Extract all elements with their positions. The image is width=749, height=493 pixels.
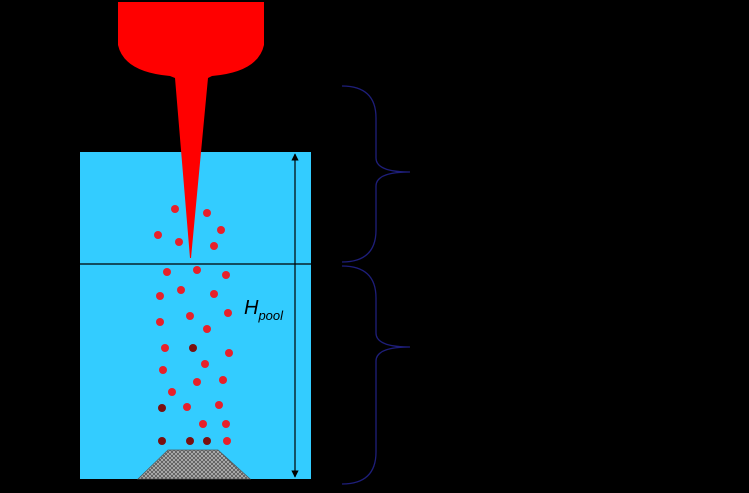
particle-red: [183, 403, 191, 411]
particle-red: [156, 292, 164, 300]
particle-dark: [203, 437, 211, 445]
particle-red: [199, 420, 207, 428]
particle-red: [154, 231, 162, 239]
particle-red: [175, 238, 183, 246]
particle-red: [177, 286, 185, 294]
particle-red: [225, 349, 233, 357]
curly-brace-upper: [341, 85, 411, 263]
particle-red: [159, 366, 167, 374]
particle-red: [161, 344, 169, 352]
particle-red: [156, 318, 164, 326]
particle-red: [193, 378, 201, 386]
particle-red: [210, 242, 218, 250]
particle-dark: [158, 404, 166, 412]
particle-red: [222, 420, 230, 428]
particle-red: [193, 266, 201, 274]
h-pool-label: Hpool: [244, 297, 284, 323]
particle-red: [203, 209, 211, 217]
particle-red: [215, 401, 223, 409]
h-pool-main: H: [244, 297, 259, 319]
particle-red: [171, 205, 179, 213]
particle-red: [222, 271, 230, 279]
particle-red: [186, 312, 194, 320]
particle-red: [219, 376, 227, 384]
particle-red: [224, 309, 232, 317]
particle-group: [154, 205, 233, 445]
jet-nozzle-icon: [118, 2, 264, 258]
curly-brace-lower: [341, 265, 411, 485]
particle-red: [203, 325, 211, 333]
particle-dark: [189, 344, 197, 352]
particle-red: [210, 290, 218, 298]
particle-red: [201, 360, 209, 368]
particle-red: [163, 268, 171, 276]
particle-red: [217, 226, 225, 234]
particle-red: [168, 388, 176, 396]
h-pool-subscript: pool: [257, 308, 284, 323]
debris-bed-icon: [137, 449, 252, 480]
particle-dark: [158, 437, 166, 445]
particle-red: [223, 437, 231, 445]
particle-dark: [186, 437, 194, 445]
